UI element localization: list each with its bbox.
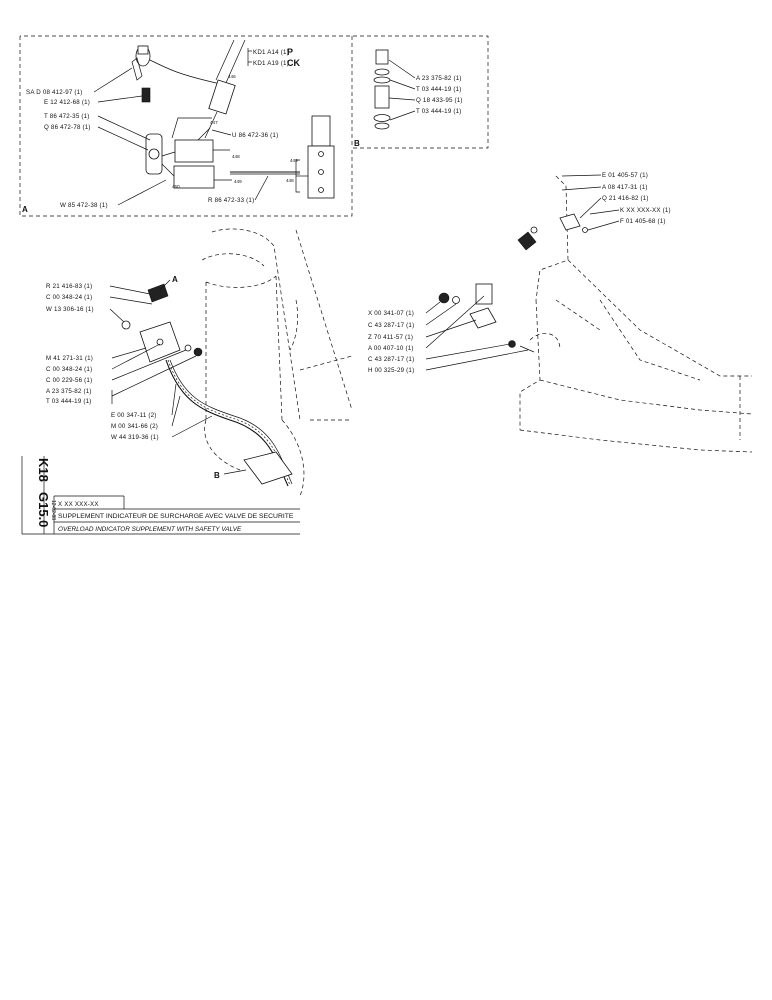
part-label: A 08 417-31 (1) <box>602 184 648 191</box>
part-label: A 00 407-10 (1) <box>368 345 414 352</box>
callout-b: B <box>214 471 220 480</box>
sheet-code-page: G15.0 <box>36 492 51 527</box>
part-label: K XX XXX-XX (1) <box>620 207 671 214</box>
part-label: R 86 472-33 (1) <box>208 197 254 204</box>
part-label: T 03 444-19 (1) <box>46 398 92 405</box>
part-label: Q 86 472-78 (1) <box>44 124 91 131</box>
svg-text:448: 448 <box>286 178 294 183</box>
part-label: R 21 416-83 (1) <box>46 283 92 290</box>
title-english: OVERLOAD INDICATOR SUPPLEMENT WITH SAFET… <box>58 526 242 533</box>
boom-labels: R 21 416-83 (1) C 00 348-24 (1) W 13 306… <box>46 283 213 441</box>
ref-kd1-a14: KD1 A14 (1) <box>253 49 289 56</box>
part-label: E 01 405-57 (1) <box>602 172 648 179</box>
part-label: C 00 348-24 (1) <box>46 294 92 301</box>
svg-text:448: 448 <box>232 154 240 159</box>
part-label: Q 18 433-95 (1) <box>416 97 463 104</box>
part-label: SA D 08 412-97 (1) <box>26 89 83 96</box>
part-label: W 44 319-36 (1) <box>111 434 159 441</box>
part-label: C 00 229-56 (1) <box>46 377 92 384</box>
detail-a-marker: A <box>22 205 28 214</box>
part-label: C 00 348-24 (1) <box>46 366 92 373</box>
ref-kd1-a19-suffix: CK <box>287 58 300 68</box>
detail-a-labels: KD1 A14 (1) P KD1 A19 (1) CK SA D 08 412… <box>22 47 300 214</box>
svg-text:446: 446 <box>228 74 236 79</box>
detail-b-marker: B <box>354 139 360 148</box>
part-label: C 43 287-17 (1) <box>368 322 414 329</box>
svg-text:449: 449 <box>290 158 298 163</box>
cab-assembly-drawing <box>438 175 753 453</box>
part-label: T 03 444-19 (1) <box>416 86 462 93</box>
ref-kd1-a19: KD1 A19 (1) <box>253 60 289 67</box>
title-ref: X XX XXX-XX <box>58 501 99 508</box>
part-label: H 00 325-29 (1) <box>368 367 414 374</box>
svg-text:450: 450 <box>172 184 180 189</box>
svg-text:449: 449 <box>234 179 242 184</box>
svg-text:447: 447 <box>210 120 218 125</box>
part-label: M 41 271-31 (1) <box>46 355 93 362</box>
part-label: A 23 375-82 (1) <box>416 75 462 82</box>
part-label: F 01 405-68 (1) <box>620 218 666 225</box>
part-label: E 12 412-68 (1) <box>44 99 90 106</box>
sheet-code: K18 <box>36 458 51 482</box>
part-label: T 03 444-19 (1) <box>416 108 462 115</box>
title-french: SUPPLEMENT INDICATEUR DE SURCHARGE AVEC … <box>58 513 294 520</box>
detail-frame <box>19 35 489 217</box>
part-label: Z 70 411-57 (1) <box>368 334 413 341</box>
part-label: U 86 472-36 (1) <box>232 132 278 139</box>
part-label: Q 21 416-82 (1) <box>602 195 649 202</box>
boom-callouts: A B <box>159 275 247 480</box>
cab-labels: E 01 405-57 (1) A 08 417-31 (1) Q 21 416… <box>368 172 671 374</box>
part-label: W 13 306-16 (1) <box>46 306 94 313</box>
part-label: A 23 375-82 (1) <box>46 388 92 395</box>
detail-a-drawing: 446 447 448 450 449 449 448 <box>131 39 335 199</box>
part-label: E 00 347-11 (2) <box>111 412 157 419</box>
detail-b-drawing: A 23 375-82 (1) T 03 444-19 (1) Q 18 433… <box>354 49 463 148</box>
part-label: X 00 341-07 (1) <box>368 310 414 317</box>
title-block: K18 G15.0 12-02-88 X XX XXX-XX SUPPLEMEN… <box>21 456 300 535</box>
boom-assembly-drawing <box>121 228 353 497</box>
part-label: M 00 341-66 (2) <box>111 423 158 430</box>
part-label: W 85 472-38 (1) <box>60 202 108 209</box>
ref-kd1-a14-suffix: P <box>287 47 293 57</box>
callout-a: A <box>172 275 178 284</box>
sheet-date: 12-02-88 <box>50 500 56 520</box>
part-label: T 86 472-35 (1) <box>44 113 90 120</box>
part-label: C 43 287-17 (1) <box>368 356 414 363</box>
